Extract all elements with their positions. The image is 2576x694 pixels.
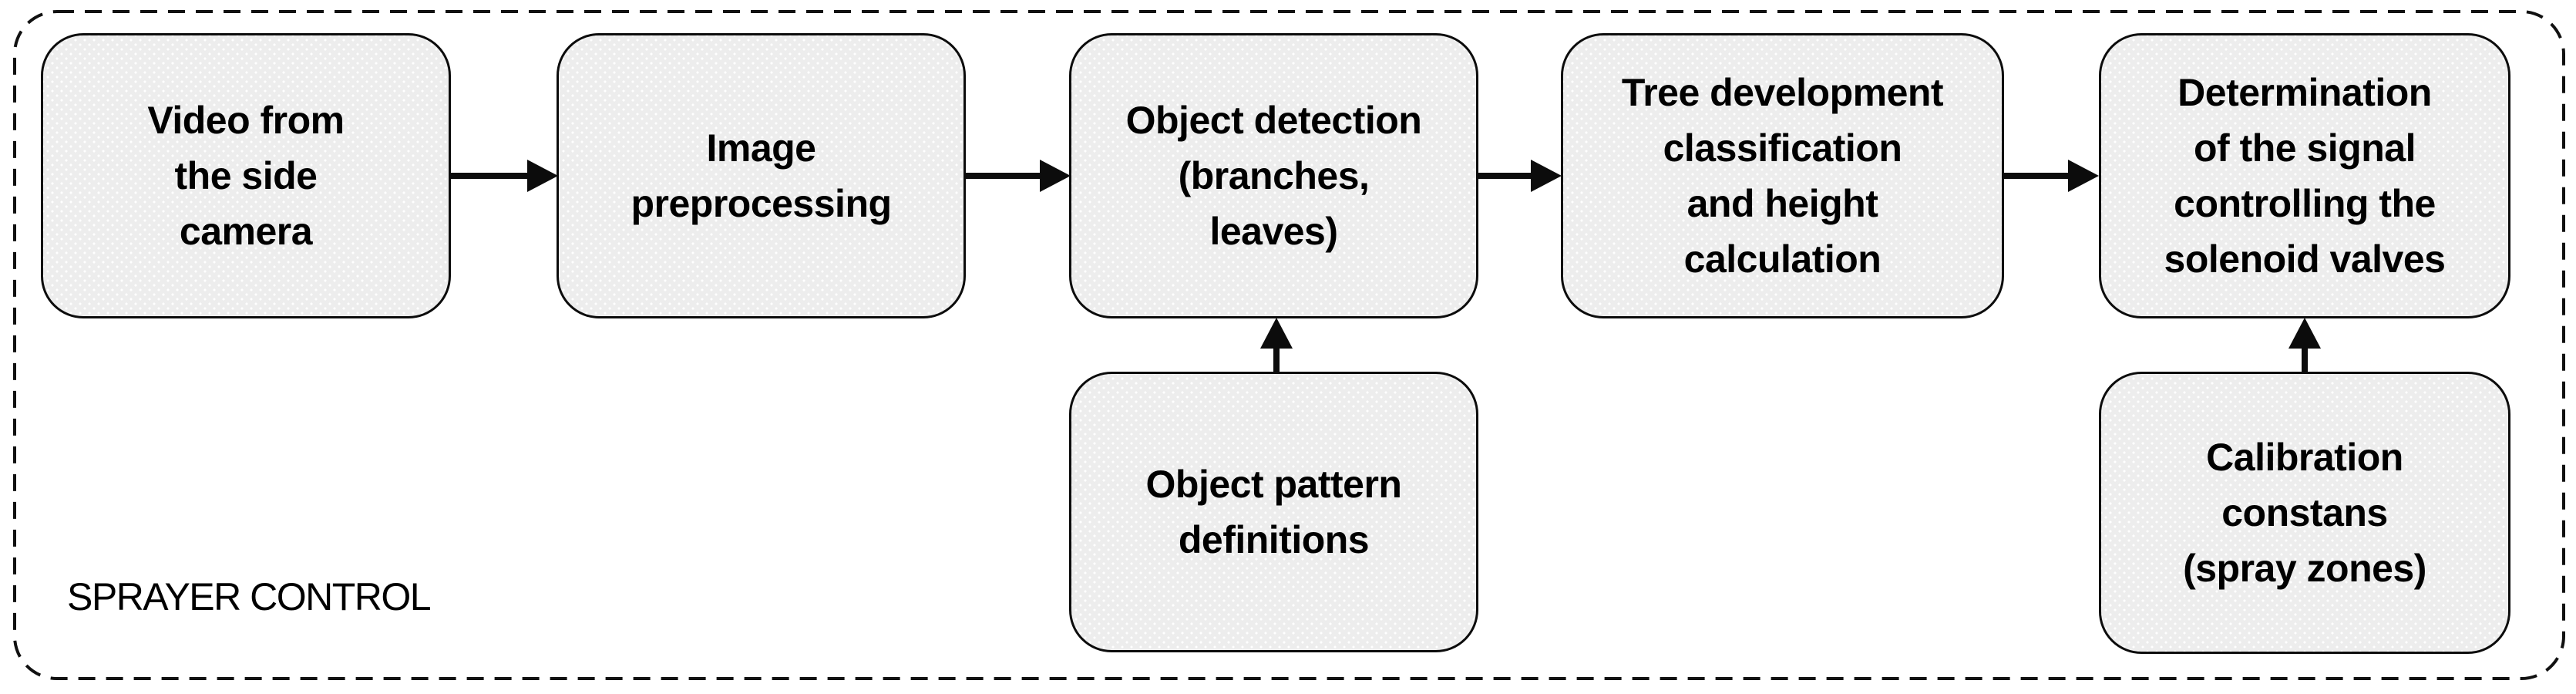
arrow-video-to-preprocessing (451, 160, 558, 192)
arrow-shaft (2004, 173, 2070, 179)
arrow-shaft (1478, 173, 1532, 179)
diagram-title: SPRAYER CONTROL (67, 575, 432, 618)
arrow-shaft (2302, 347, 2308, 372)
box-image-preprocessing: Image preprocessing (557, 33, 966, 318)
box-video-side-camera-label: Video from the side camera (147, 99, 345, 253)
box-image-preprocessing-label: Image preprocessing (631, 126, 892, 225)
arrow-detection-to-classification (1478, 160, 1562, 192)
box-calibration-constants: Calibration constans (spray zones) (2099, 372, 2510, 654)
box-tree-development-classification: Tree development classification and heig… (1561, 33, 2004, 318)
box-object-detection: Object detection (branches, leaves) (1069, 33, 1478, 318)
box-signal-determination: Determination of the signal controlling … (2099, 33, 2510, 318)
arrow-head (2068, 160, 2099, 192)
sprayer-control-boundary (13, 10, 2565, 680)
box-signal-determination-label: Determination of the signal controlling … (2164, 71, 2446, 281)
arrow-shaft (966, 173, 1041, 179)
box-calibration-constants-label: Calibration constans (spray zones) (2183, 436, 2426, 590)
box-object-pattern-definitions-label: Object pattern definitions (1145, 463, 1402, 561)
arrow-calibration-to-signal (2288, 318, 2321, 372)
arrow-shaft (1273, 347, 1280, 372)
arrow-preprocessing-to-detection (966, 160, 1071, 192)
arrow-head (1531, 160, 1562, 192)
arrow-head (1260, 318, 1293, 349)
box-tree-development-classification-label: Tree development classification and heig… (1621, 71, 1944, 281)
arrow-shaft (451, 173, 529, 179)
box-object-pattern-definitions: Object pattern definitions (1069, 372, 1478, 652)
arrow-classification-to-signal (2004, 160, 2099, 192)
box-object-detection-label: Object detection (branches, leaves) (1125, 99, 1422, 253)
arrow-head (1040, 160, 1071, 192)
box-video-side-camera: Video from the side camera (41, 33, 451, 318)
arrow-patterns-to-detection (1260, 318, 1293, 372)
arrow-head (2288, 318, 2321, 349)
arrow-head (527, 160, 558, 192)
